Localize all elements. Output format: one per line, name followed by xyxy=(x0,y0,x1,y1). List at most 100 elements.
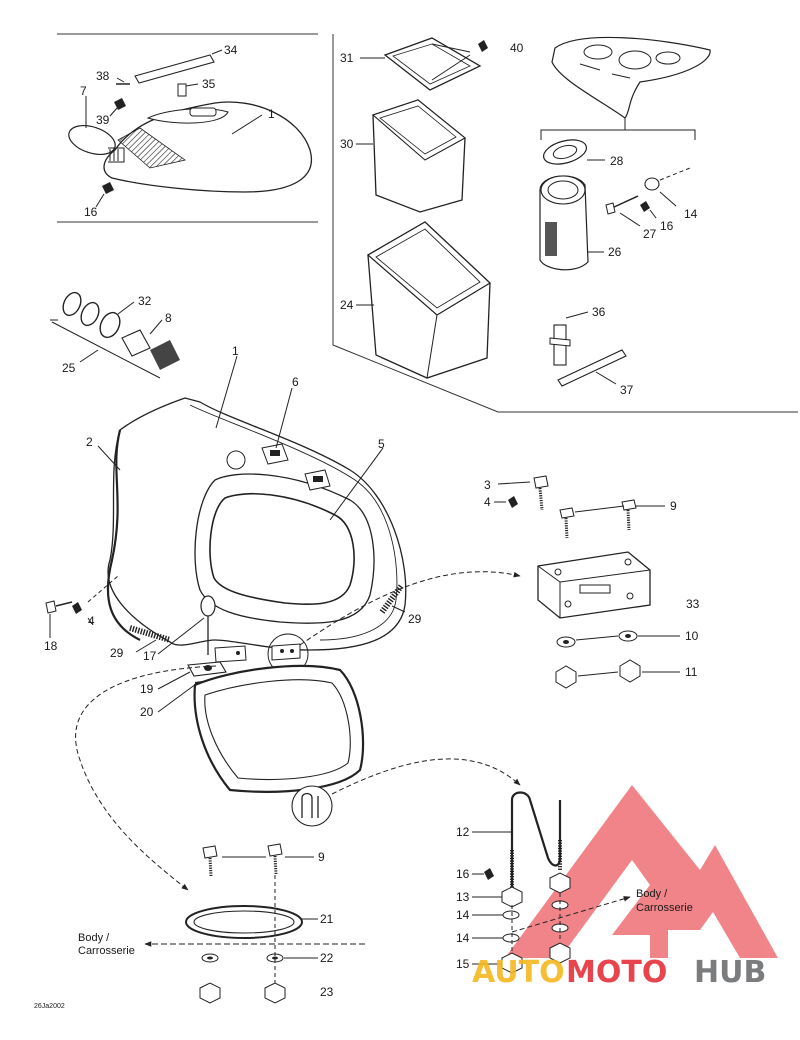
callout-37: 37 xyxy=(620,383,634,397)
callout-23: 23 xyxy=(320,985,334,999)
callout-30: 30 xyxy=(340,137,354,151)
trim-part-2 xyxy=(106,429,141,641)
callout-31: 31 xyxy=(340,51,354,65)
callout-1-top: 1 xyxy=(268,107,275,121)
callout-40: 40 xyxy=(510,41,524,55)
lens-part-7 xyxy=(68,124,116,156)
screw-part-3 xyxy=(533,475,549,489)
callout-2: 2 xyxy=(86,435,93,449)
callout-16-top: 16 xyxy=(84,205,98,219)
callout-14-b: 14 xyxy=(456,931,470,945)
rod-part-37 xyxy=(557,349,627,387)
hinge-right xyxy=(271,643,301,661)
callout-11: 11 xyxy=(685,665,698,679)
nut-part-11-a xyxy=(555,665,577,689)
callout-27: 27 xyxy=(643,227,657,241)
body-label-right-line1: Body / xyxy=(636,888,668,900)
callout-9-right: 9 xyxy=(670,499,677,513)
watermark-auto: AUTO xyxy=(472,955,565,990)
callout-34: 34 xyxy=(224,43,238,57)
screw-part-27 xyxy=(611,195,639,209)
hook-group xyxy=(472,791,631,974)
callout-20: 20 xyxy=(140,705,154,719)
washer-part-14-b xyxy=(502,933,520,943)
top-right-group xyxy=(332,34,798,413)
latch-part-17 xyxy=(200,595,216,617)
nut-part-40 xyxy=(478,40,488,52)
callout-8: 8 xyxy=(165,311,172,325)
callout-5: 5 xyxy=(378,437,385,451)
gasket-part-21 xyxy=(185,905,303,939)
callout-16-bottom: 16 xyxy=(456,867,470,881)
screw-part-18 xyxy=(45,600,57,614)
callout-6: 6 xyxy=(292,375,299,389)
watermark-logo xyxy=(505,785,778,958)
nut-part-13 xyxy=(501,886,523,908)
nut-part-11-b xyxy=(619,659,641,683)
vent-mesh xyxy=(117,127,186,169)
storage-tray xyxy=(551,36,711,119)
callout-25: 25 xyxy=(62,361,76,375)
callout-10: 10 xyxy=(685,629,699,643)
callout-26: 26 xyxy=(608,245,622,259)
nut-part-23-b xyxy=(264,982,286,1004)
nut-part-4-right xyxy=(508,496,518,508)
nut-part-39 xyxy=(114,98,126,110)
callout-21: 21 xyxy=(320,912,334,926)
nut-part-16-top xyxy=(102,182,114,194)
sleeve-part xyxy=(121,329,151,357)
callout-22: 22 xyxy=(320,951,334,965)
ring-part-28 xyxy=(542,139,588,165)
latch-hardware-group xyxy=(494,475,680,689)
strip-part-29-left xyxy=(129,625,171,643)
hook-part-12 xyxy=(510,791,562,888)
callout-labels: 34 38 35 7 39 1 16 31 40 30 24 28 14 27 … xyxy=(34,41,700,1010)
callout-14-a: 14 xyxy=(456,908,470,922)
connector-part-8 xyxy=(150,340,180,370)
callout-38: 38 xyxy=(96,69,110,83)
washer-part-14 xyxy=(644,177,660,191)
watermark-hub: HUB xyxy=(694,955,766,990)
mount-group xyxy=(144,843,365,1004)
callout-3: 3 xyxy=(484,478,491,492)
lid-gasket-group xyxy=(75,571,521,891)
nut-part-4-left xyxy=(72,602,82,614)
callout-7: 7 xyxy=(80,84,87,98)
callout-13: 13 xyxy=(456,890,470,904)
body-label-left-line1: Body / xyxy=(78,932,110,944)
callout-4-left: 4 xyxy=(88,614,95,628)
callout-33: 33 xyxy=(686,597,700,611)
screw-part-9-b xyxy=(621,499,637,511)
screw-part-9-a xyxy=(559,507,575,519)
callout-19: 19 xyxy=(140,682,154,696)
seal-ring-1 xyxy=(62,291,82,317)
nut-part-16-bottom xyxy=(484,868,494,880)
callout-32: 32 xyxy=(138,294,152,308)
seal-group xyxy=(50,291,180,379)
callout-9-bottom: 9 xyxy=(318,850,325,864)
hinge-left xyxy=(214,645,247,663)
callout-14-right: 14 xyxy=(684,207,698,221)
callout-4-right: 4 xyxy=(484,495,491,509)
callout-17: 17 xyxy=(143,649,157,663)
callout-16-right: 16 xyxy=(660,219,674,233)
callout-36: 36 xyxy=(592,305,606,319)
logo-inner-cutout xyxy=(560,860,650,958)
rod-part-34 xyxy=(134,54,215,84)
main-body-panel xyxy=(45,355,407,713)
callout-28: 28 xyxy=(610,154,624,168)
seal-part-5 xyxy=(209,492,355,606)
seal-ring-3-part-32 xyxy=(99,311,121,339)
callout-24: 24 xyxy=(340,298,354,312)
nut-part-15 xyxy=(501,952,523,974)
callout-39: 39 xyxy=(96,113,110,127)
nut-part-23-a xyxy=(199,982,221,1004)
callout-29-right: 29 xyxy=(408,612,422,626)
washer-part-14-a xyxy=(502,910,520,920)
screw-part-9-d xyxy=(267,843,283,857)
callout-35: 35 xyxy=(202,77,216,91)
nut-part-16-right xyxy=(640,201,650,212)
callout-29-left: 29 xyxy=(110,646,124,660)
watermark-text: AUTO MOTO HUB xyxy=(472,955,766,990)
